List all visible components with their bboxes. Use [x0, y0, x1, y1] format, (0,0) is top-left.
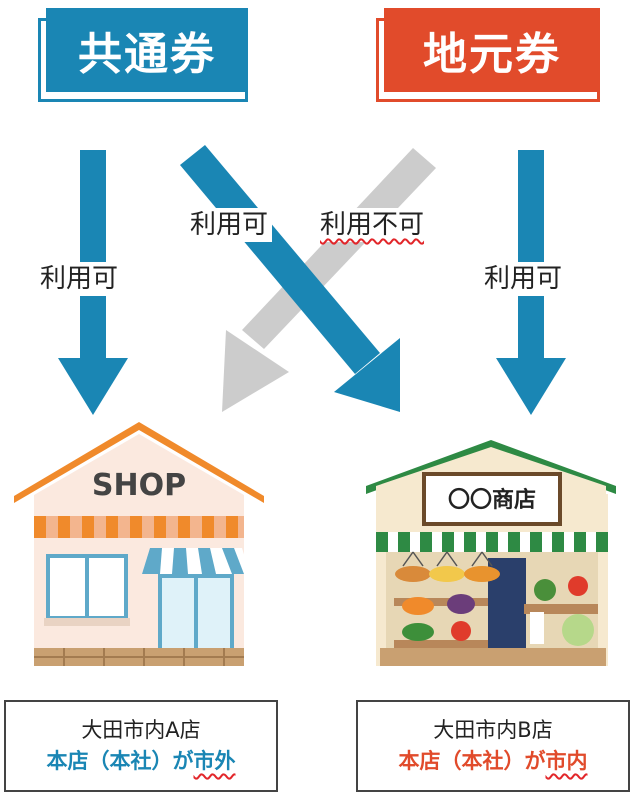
shop-b-name: 大田市内B店 [433, 718, 553, 742]
label-local-to-a: 利用不可 [316, 208, 429, 242]
label-local-to-b: 利用可 [480, 262, 567, 296]
blue-arrow-common-to-b [180, 145, 400, 412]
label-common-to-a: 利用可 [36, 262, 123, 296]
shop-a-sign: SHOP [91, 468, 187, 503]
shop-a-illustration [14, 422, 264, 666]
shop-b-sign: 〇〇商店 [447, 488, 536, 513]
shop-a-hq-prefix: 本店（本社）が [46, 749, 194, 773]
shop-a-info-box: 大田市内A店 本店（本社）が市外 [4, 700, 278, 792]
local-voucher-title: 地元券 [384, 8, 600, 92]
shop-b-illustration [366, 440, 616, 666]
local-voucher-header: 地元券 [376, 8, 600, 102]
shop-a-hq: 本店（本社）が市外 [47, 745, 236, 777]
shop-a-name: 大田市内A店 [81, 718, 201, 742]
common-voucher-title: 共通券 [46, 8, 248, 92]
gray-arrow-local-to-a [222, 148, 436, 412]
shop-b-info-box: 大田市内B店 本店（本社）が市内 [356, 700, 630, 792]
blue-arrow-local-to-b [496, 150, 566, 415]
common-voucher-header: 共通券 [38, 8, 248, 102]
label-common-to-b: 利用可 [186, 208, 273, 242]
shop-b-hq-prefix: 本店（本社）が [398, 749, 546, 773]
shop-a-hq-location: 市外 [193, 749, 236, 773]
shop-b-hq-location: 市内 [545, 749, 588, 773]
shop-b-hq: 本店（本社）が市内 [399, 745, 588, 777]
blue-arrow-common-to-a [58, 150, 128, 415]
